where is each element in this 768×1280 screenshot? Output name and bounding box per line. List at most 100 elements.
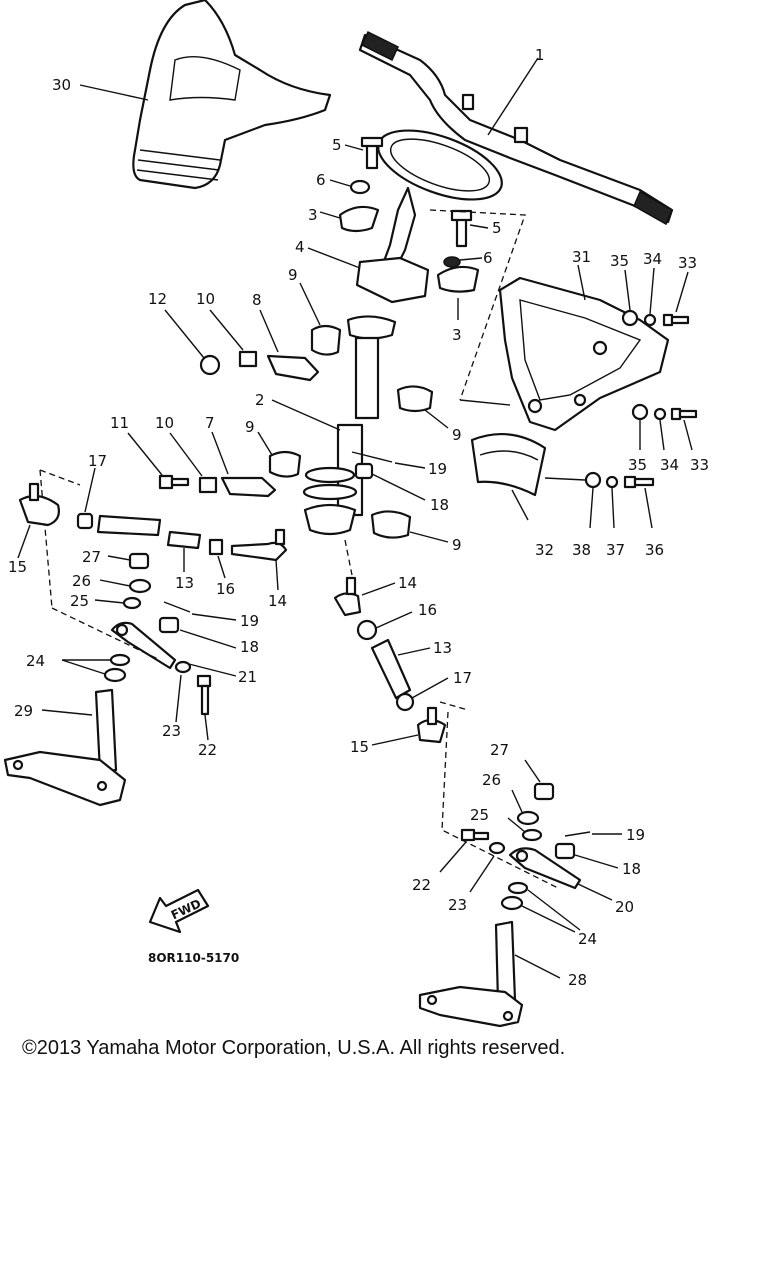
label-part-19b: 19 — [240, 612, 259, 630]
tie-rod-end-part-15a — [18, 482, 60, 527]
nut-part-18b — [158, 616, 180, 634]
label-part-18b: 18 — [240, 638, 259, 656]
exploded-parts-diagram: FWD 8OR110-5170 1 2 3 3 4 5 5 6 6 7 8 9 … — [3, 0, 709, 1028]
label-part-10b: 10 — [155, 414, 174, 432]
label-part-22b: 22 — [412, 876, 431, 894]
label-part-18c: 18 — [622, 860, 641, 878]
label-part-10a: 10 — [196, 290, 215, 308]
label-part-29: 29 — [14, 702, 33, 720]
pitman-arm-part-21 — [110, 621, 177, 670]
label-part-14a: 14 — [268, 592, 287, 610]
label-part-37: 37 — [606, 541, 625, 559]
label-part-34b: 34 — [660, 456, 679, 474]
washer-part-23a — [174, 660, 192, 674]
cover-part-32 — [470, 433, 547, 497]
nut-part-17a — [76, 512, 94, 530]
steering-column-part-2 — [302, 315, 397, 536]
label-part-9a: 9 — [288, 266, 298, 284]
label-part-28: 28 — [568, 971, 587, 989]
label-part-21: 21 — [238, 668, 257, 686]
handlebar-part-1 — [358, 30, 674, 274]
label-part-3a: 3 — [308, 206, 318, 224]
tie-rod-part-13b — [370, 638, 412, 700]
label-part-26b: 26 — [482, 771, 501, 789]
label-part-14b: 14 — [398, 574, 417, 592]
label-part-22a: 22 — [198, 741, 217, 759]
diagram-code: 8OR110-5170 — [148, 951, 239, 965]
label-part-17b: 17 — [453, 669, 472, 687]
clamp-part-3b — [436, 265, 480, 293]
washer-part-37 — [605, 475, 619, 489]
label-part-13b: 13 — [433, 639, 452, 657]
label-part-20: 20 — [615, 898, 634, 916]
label-part-9b: 9 — [452, 426, 462, 444]
label-part-7: 7 — [205, 414, 215, 432]
bracket-part-7 — [220, 476, 277, 498]
label-part-25b: 25 — [470, 806, 489, 824]
label-part-13a: 13 — [175, 574, 194, 592]
washer-part-23b — [488, 841, 506, 855]
label-part-34a: 34 — [643, 250, 662, 268]
label-part-31: 31 — [572, 248, 591, 266]
bolt-part-36 — [623, 475, 655, 489]
label-part-15a: 15 — [8, 558, 27, 576]
label-part-30: 30 — [52, 76, 71, 94]
part-labels: 1 2 3 3 4 5 5 6 6 7 8 9 9 9 9 10 10 11 1… — [8, 46, 709, 989]
copyright-notice: ©2013 Yamaha Motor Corporation, U.S.A. A… — [22, 1037, 566, 1059]
bushing-part-9d — [370, 510, 412, 539]
washer-part-34b — [653, 407, 667, 421]
washer-part-24a — [103, 653, 131, 683]
handlebar-cover-part-30 — [132, 0, 332, 190]
nut-part-10b — [198, 476, 218, 494]
label-part-16a: 16 — [216, 580, 235, 598]
label-part-33a: 33 — [678, 254, 697, 272]
label-part-32: 32 — [535, 541, 554, 559]
pitman-arm-part-20 — [508, 847, 582, 890]
label-part-35b: 35 — [628, 456, 647, 474]
washer-part-26a — [128, 578, 152, 594]
washer-part-24b — [500, 881, 529, 911]
bolt-part-33b — [670, 407, 698, 421]
washer-part-35a — [621, 309, 639, 327]
label-part-16b: 16 — [418, 601, 437, 619]
washer-part-35b — [631, 403, 649, 421]
washer-part-38 — [584, 471, 602, 489]
washer-part-26b — [516, 810, 540, 826]
label-part-12: 12 — [148, 290, 167, 308]
bolt-part-33a — [662, 313, 690, 327]
cotter-pin-part-19c — [564, 831, 591, 837]
label-part-27b: 27 — [490, 741, 509, 759]
tie-rod-end-part-15b — [416, 706, 447, 744]
bolt-part-11 — [158, 474, 190, 490]
label-part-5b: 5 — [492, 219, 502, 237]
label-part-24a: 24 — [26, 652, 45, 670]
label-part-15b: 15 — [350, 738, 369, 756]
bushing-part-9c — [268, 450, 302, 478]
clamp-part-3a — [338, 205, 380, 233]
label-part-26a: 26 — [72, 572, 91, 590]
label-part-9d: 9 — [452, 536, 462, 554]
bolt-part-5b — [450, 209, 473, 248]
nut-part-27a — [128, 552, 150, 570]
nut-part-16a — [208, 538, 224, 556]
washer-part-25b — [521, 828, 543, 842]
label-part-23b: 23 — [448, 896, 467, 914]
nut-part-12 — [199, 354, 221, 376]
bracket-part-8 — [266, 354, 320, 382]
label-part-3b: 3 — [452, 326, 462, 344]
nut-part-27b — [533, 782, 555, 801]
label-part-27a: 27 — [82, 548, 101, 566]
tie-rod-part-13a — [96, 514, 202, 550]
bolt-part-5a — [360, 136, 384, 170]
bolt-part-22a — [196, 674, 212, 716]
bolt-part-22b — [460, 828, 490, 842]
washer-part-6b — [443, 256, 461, 268]
label-part-11: 11 — [110, 414, 129, 432]
bushing-part-9b — [396, 385, 434, 413]
label-part-38: 38 — [572, 541, 591, 559]
label-part-6b: 6 — [483, 249, 493, 267]
label-part-19a: 19 — [428, 460, 447, 478]
tie-rod-end-part-14b — [333, 576, 362, 617]
nut-part-18c — [554, 842, 576, 860]
label-part-35a: 35 — [610, 252, 629, 270]
